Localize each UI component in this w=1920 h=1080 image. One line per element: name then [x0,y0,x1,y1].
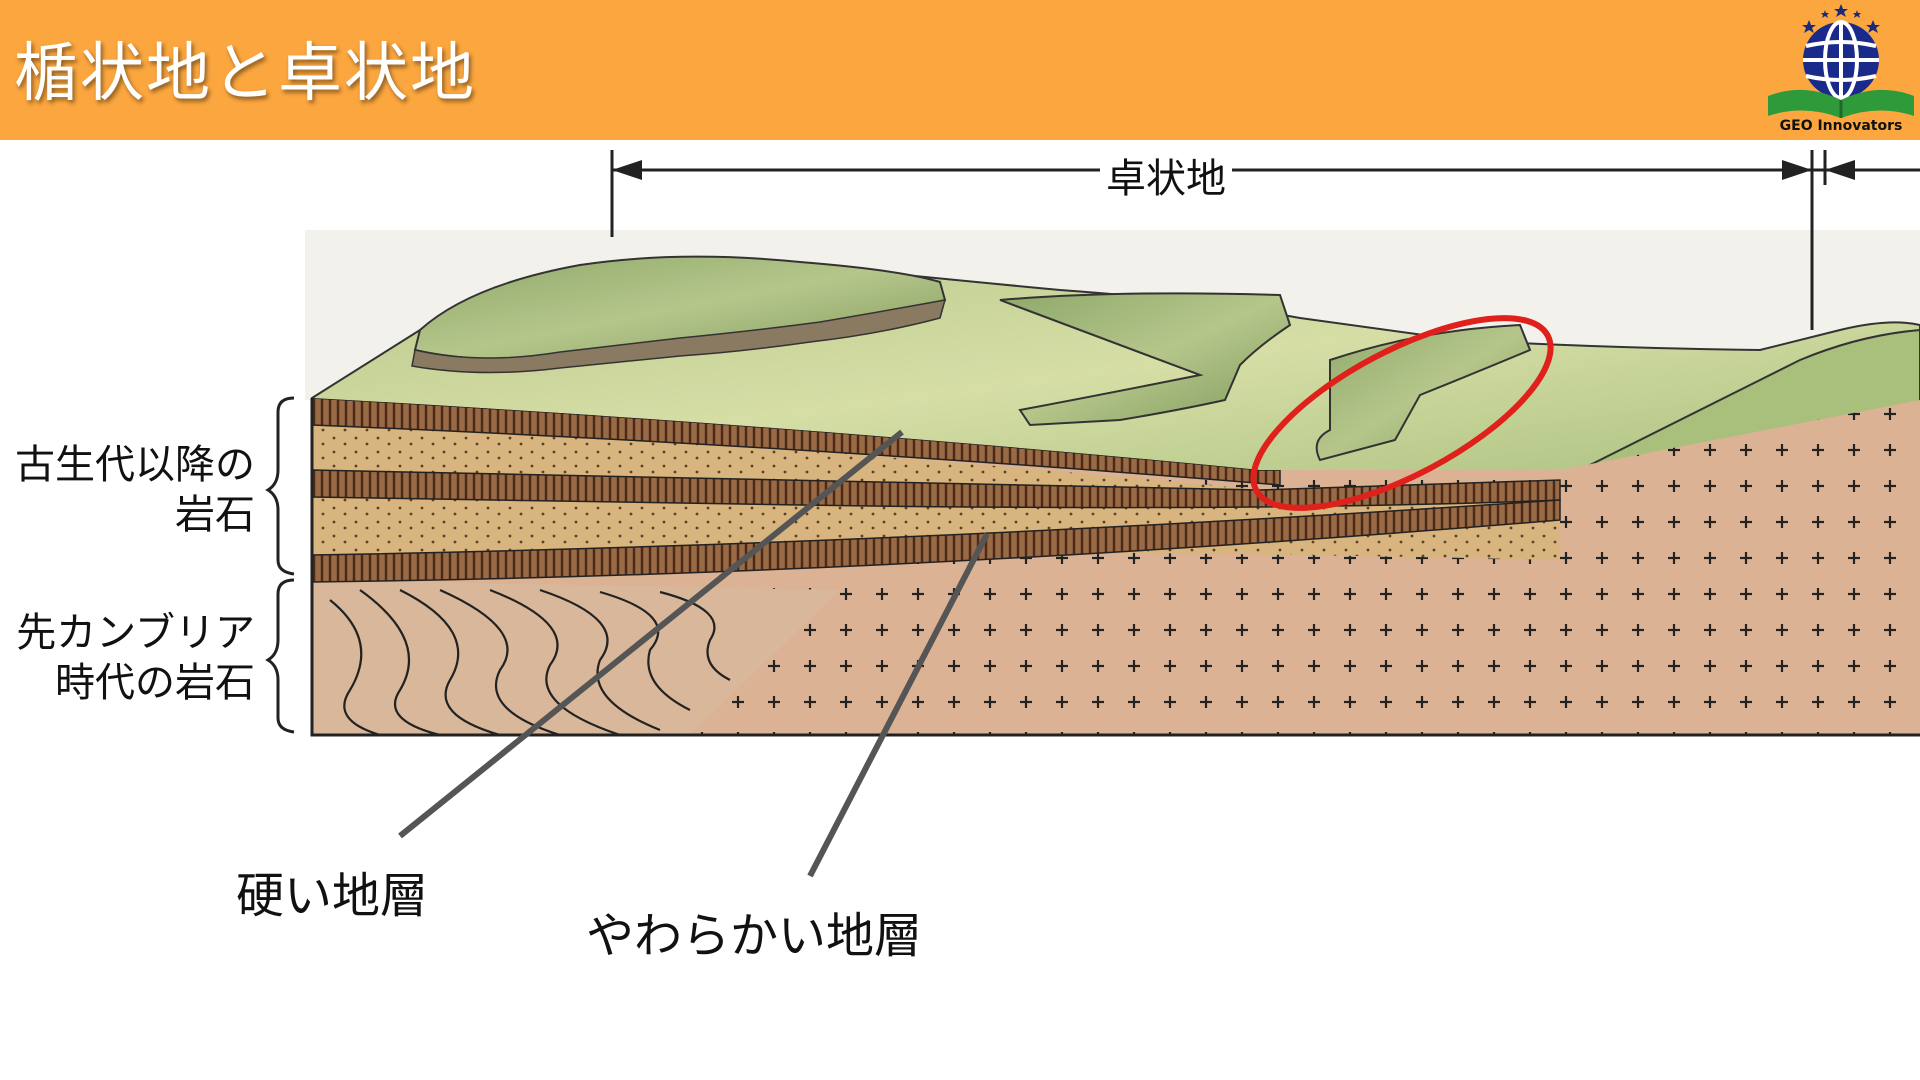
hard-layer-3 [312,499,1561,583]
header-bar: 楯状地と卓状地 GEO Innovators [0,0,1920,140]
hard-layer-pointer [398,429,904,839]
precambrian-rock-label: 先カンブリア 時代の岩石 [0,608,255,708]
block-outline [310,398,1920,737]
mesa-2 [999,292,1292,427]
dimension-arrowheads [612,160,1855,180]
precambrian-folded-rock [312,580,840,735]
paleozoic-rock-label: 古生代以降の 岩石 [0,440,255,540]
hard-layer-1 [312,398,1281,486]
globe-book-icon [1768,4,1914,118]
page-title: 楯状地と卓状地 [14,37,476,111]
left-brackets [265,396,295,734]
highlight-ellipse [1250,315,1554,511]
soft-layer-label: やわらかい地層 [586,908,923,964]
paleozoic-rock-label-line-2: 岩石 [175,492,255,538]
right-hill [1559,328,1920,481]
star-icon [1802,4,1880,33]
precambrian-rock-label-line-1: 先カンブリア [16,610,255,656]
precambrian-rock-label-line-2: 時代の岩石 [55,660,255,706]
geo-innovators-logo: GEO Innovators [1762,2,1920,138]
folded-strata-lines [329,588,731,735]
plateau-label: 卓状地 [1100,146,1232,204]
cross-section [312,398,1920,735]
hard-layer-label: 硬い地層 [236,868,429,924]
mesa-1-cliff [411,299,947,374]
logo-text: GEO Innovators [1779,118,1903,134]
soft-layer-pointer [807,532,990,878]
paleozoic-rock-label-line-1: 古生代以降の [15,442,255,488]
